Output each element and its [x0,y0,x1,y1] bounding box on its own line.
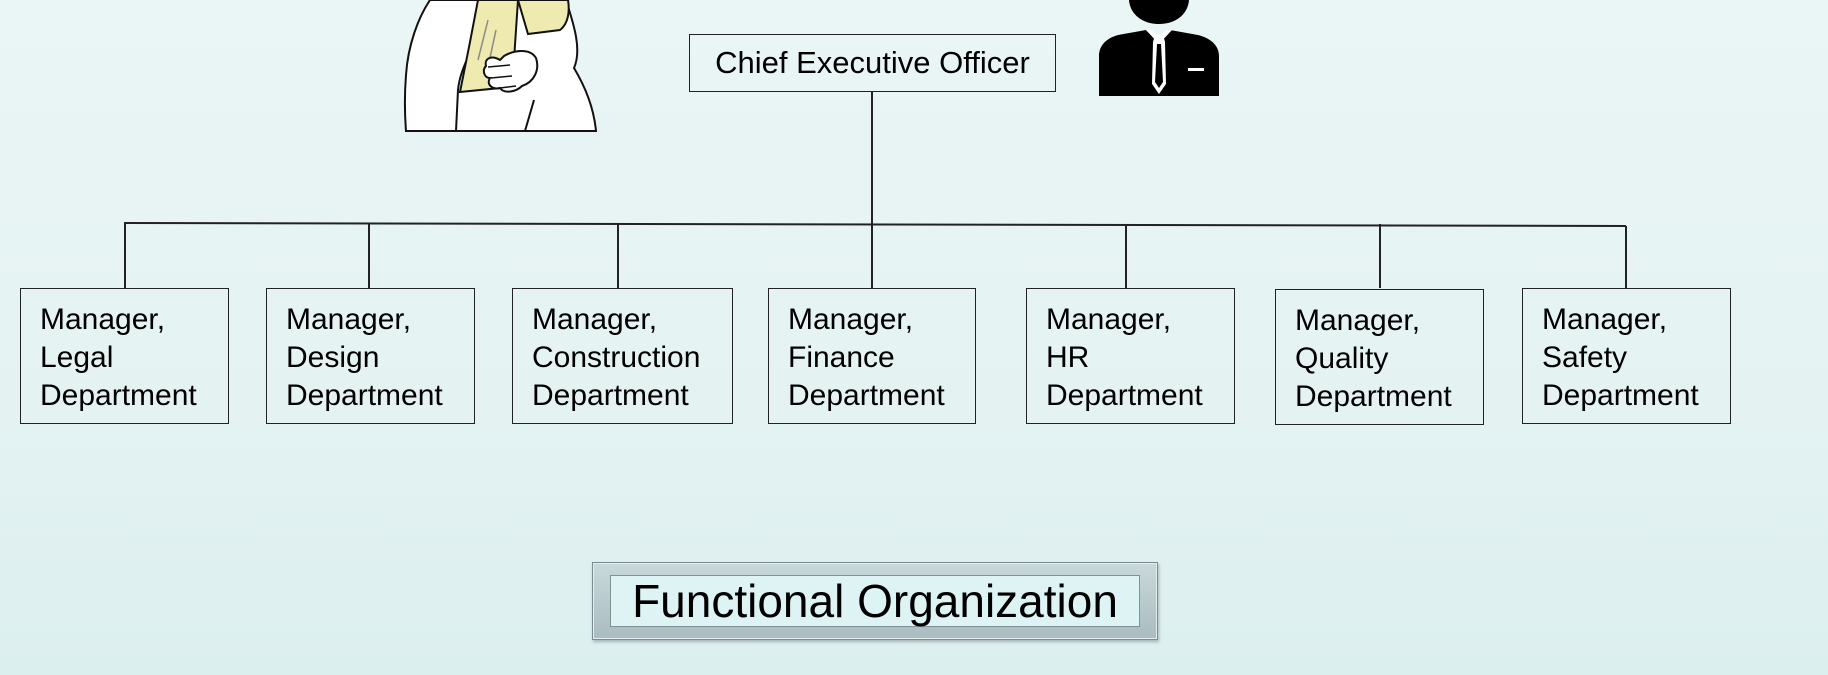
department-label: Department [1295,380,1452,413]
ceo-title: Chief Executive Officer [715,45,1030,80]
manager-label: Manager, [788,303,914,336]
manager-box-legal: Manager, Legal Department [20,288,229,424]
department-name: Construction [532,341,701,374]
manager-label: Manager, [532,303,658,336]
ceo-box: Chief Executive Officer [689,34,1056,92]
department-name: HR [1046,341,1090,374]
manager-label: Manager, [1295,304,1421,337]
manager-label: Manager, [1542,303,1668,336]
title-label-panel: Functional Organization [610,575,1140,627]
manager-box-design: Manager, Design Department [266,288,475,424]
department-label: Department [40,379,197,412]
department-name: Safety [1542,341,1628,374]
department-name: Legal [40,341,114,374]
department-label: Department [1046,379,1203,412]
manager-box-construction: Manager, Construction Department [512,288,733,424]
person-holding-document-icon [403,0,598,132]
department-name: Quality [1295,342,1389,375]
manager-box-quality: Manager, Quality Department [1275,289,1484,425]
manager-box-safety: Manager, Safety Department [1522,288,1731,424]
manager-box-hr: Manager, HR Department [1026,288,1235,424]
manager-label: Manager, [286,303,412,336]
department-label: Department [1542,379,1699,412]
department-label: Department [788,379,945,412]
manager-box-finance: Manager, Finance Department [768,288,976,424]
manager-label: Manager, [1046,303,1172,336]
footer-title: Functional Organization [632,575,1118,627]
department-label: Department [286,379,443,412]
department-name: Finance [788,341,895,374]
manager-label: Manager, [40,303,166,336]
department-name: Design [286,341,380,374]
horizontal-bus-line [123,222,1627,227]
functional-organization-title-button[interactable]: Functional Organization [592,562,1158,640]
department-label: Department [532,379,689,412]
businessman-silhouette-icon [1099,0,1219,96]
